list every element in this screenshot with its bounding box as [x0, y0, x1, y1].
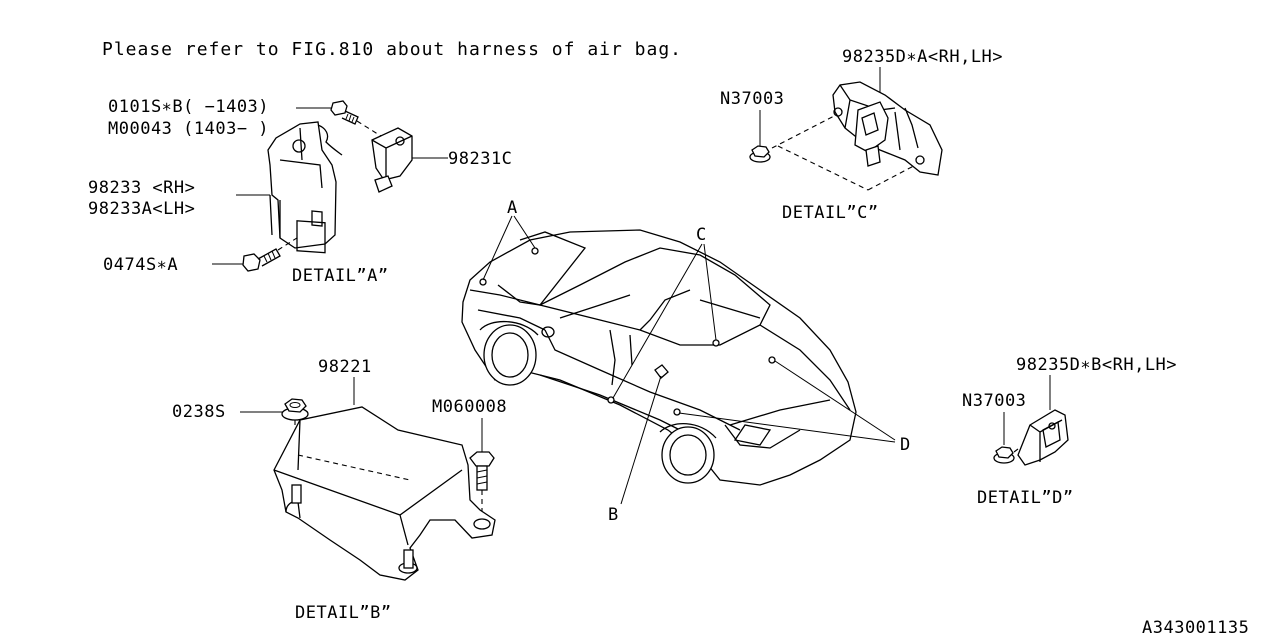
callout-b-leader: [620, 375, 662, 505]
harness-reference-note: Please refer to FIG.810 about harness of…: [102, 39, 682, 60]
side-impact-sensor: [371, 127, 413, 193]
detail-c-title: DETAIL”C”: [782, 203, 879, 223]
detail-d-title: DETAIL”D”: [977, 488, 1074, 508]
sensor-bracket: [267, 121, 343, 254]
assembly-dashed-line: [771, 112, 841, 149]
bracket-bolt-label: 0474S∗A: [103, 255, 178, 275]
flange-nut-icon: [749, 145, 771, 163]
impact-sensor-front: [832, 81, 943, 176]
callout-c-leader: [703, 243, 717, 341]
assembly-dashed-line: [356, 120, 393, 144]
bolt-icon: [242, 248, 281, 272]
airbag-control-unit: [273, 406, 496, 581]
flange-nut-icon: [281, 398, 309, 421]
vehicle-outline: [461, 229, 857, 486]
callout-c: C: [696, 225, 707, 245]
assembly-dashed-line: [277, 235, 301, 251]
sensor-part-number-label: 98235D∗A<RH,LH>: [842, 47, 1003, 67]
detail-d: 98235D∗B<RH,LH> N37003 DETAIL”D”: [962, 355, 1177, 508]
impact-sensor-rear: [1017, 409, 1069, 466]
detail-b-title: DETAIL”B”: [295, 603, 392, 623]
callout-a-leader: [513, 215, 536, 249]
detail-b: 98221 0238S M060008 DETAIL”: [172, 357, 507, 623]
figure-code: A343001135: [1142, 618, 1249, 638]
assembly-dashed-line: [867, 159, 926, 191]
bolt-icon: [330, 100, 359, 125]
nut-part-number-label: N37003: [720, 89, 784, 109]
flange-nut-icon: [993, 446, 1015, 464]
bolt-part-number-label: 0101S∗B( −1403): [108, 97, 269, 117]
callout-a-leader: [482, 215, 513, 281]
control-unit-part-number-label: 98221: [318, 357, 372, 377]
callout-b: B: [608, 505, 619, 525]
callout-d-leader: [678, 412, 896, 443]
detail-c: 98235D∗A<RH,LH> N37003 DETAIL”C”: [720, 47, 1003, 223]
callout-a: A: [507, 198, 518, 218]
car-callouts: A C D B: [482, 198, 911, 525]
bolt-part-number-label: M060008: [432, 397, 507, 417]
callout-c-leader: [612, 243, 703, 399]
bracket-rh-label: 98233 <RH>: [88, 178, 195, 198]
bolt-icon: [469, 451, 495, 491]
assembly-dashed-line: [777, 145, 869, 191]
nut-part-number-label: N37003: [962, 391, 1026, 411]
detail-a: 0101S∗B( −1403) M00043 (1403− ) 98: [88, 97, 512, 286]
nut-part-number-label: 0238S: [172, 402, 226, 422]
sensor-part-number-label: 98235D∗B<RH,LH>: [1016, 355, 1177, 375]
detail-a-title: DETAIL”A”: [292, 266, 389, 286]
bolt-part-number-alt-label: M00043 (1403− ): [108, 119, 269, 139]
callout-d-leader: [774, 360, 896, 441]
sensor-part-number-label: 98231C: [448, 149, 512, 169]
bracket-lh-label: 98233A<LH>: [88, 199, 195, 219]
callout-d: D: [900, 435, 911, 455]
